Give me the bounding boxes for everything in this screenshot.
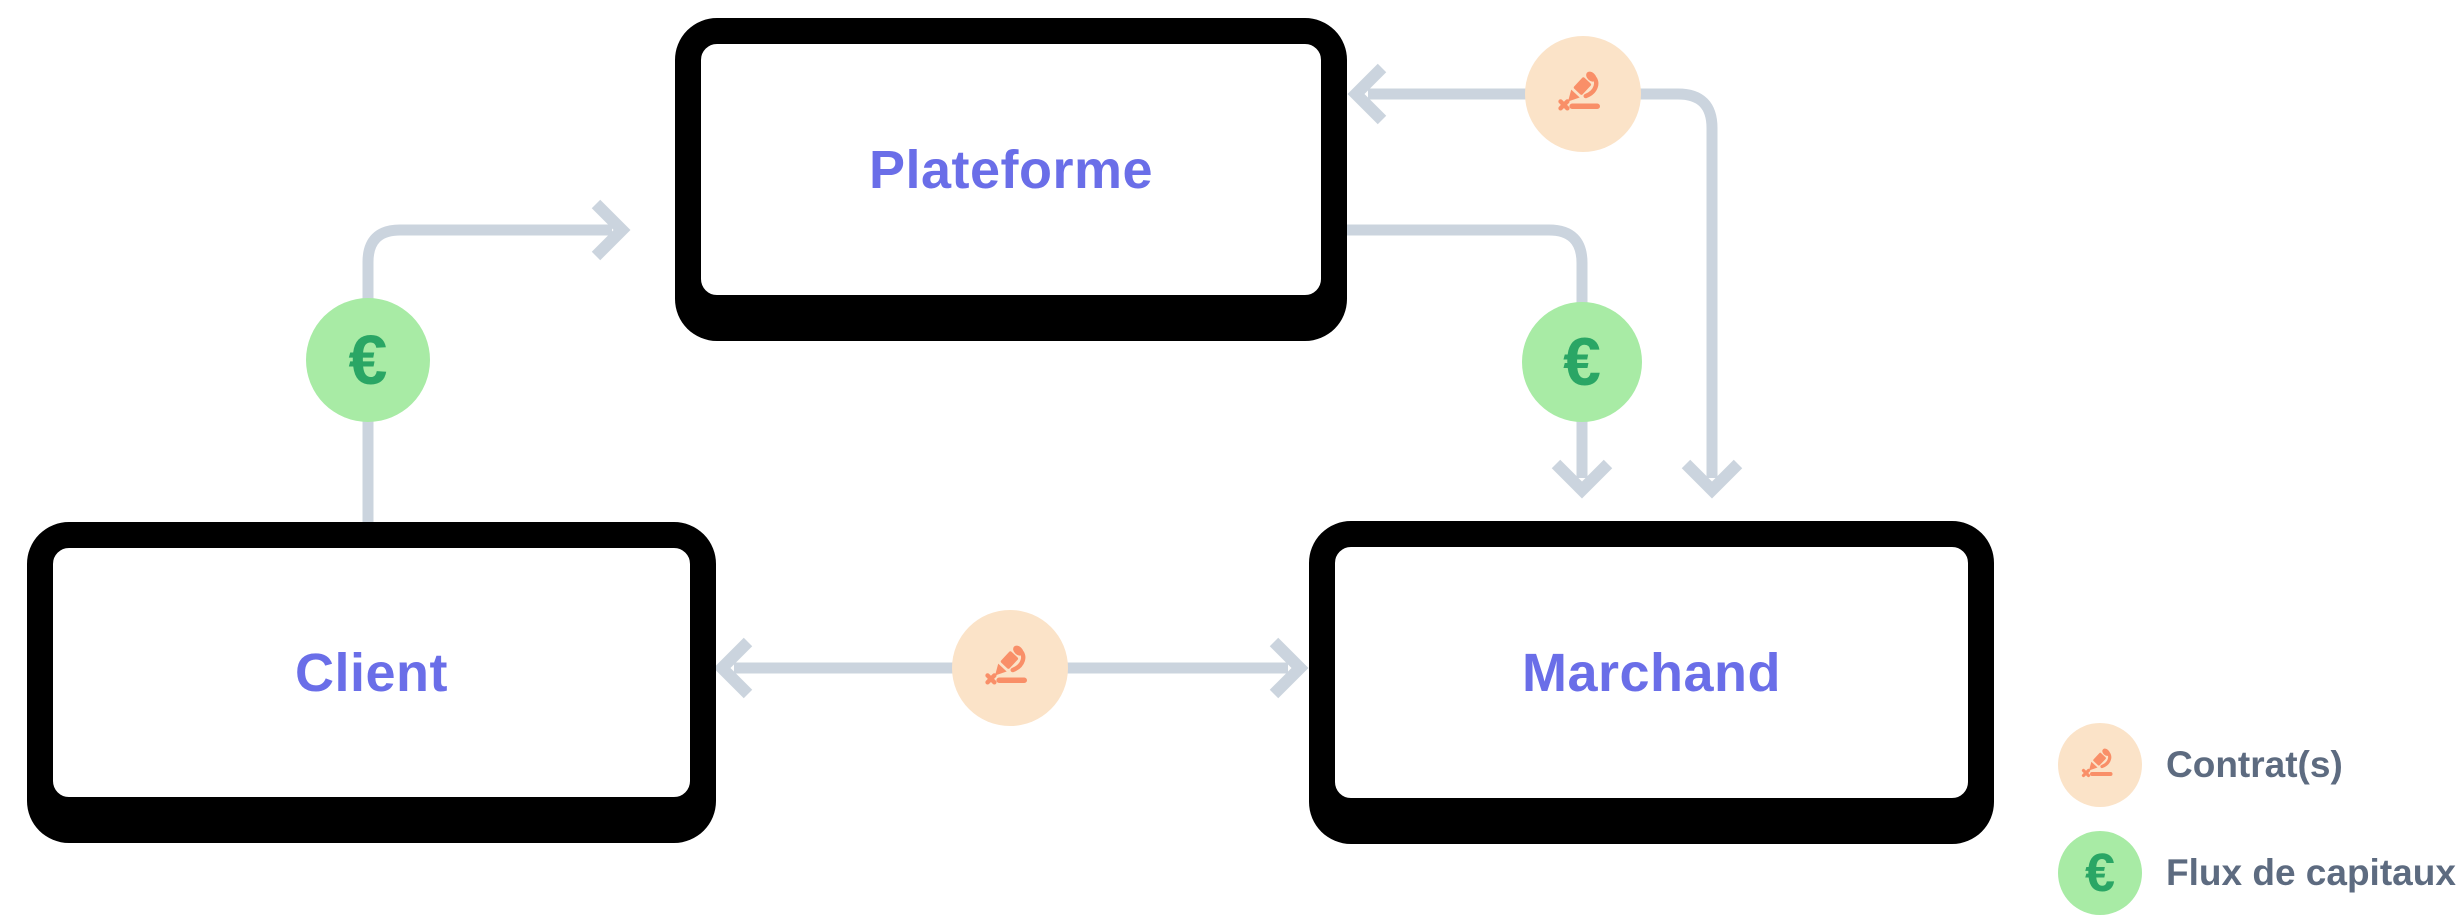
node-plateforme: Plateforme bbox=[675, 18, 1347, 321]
arrowhead-left-into-plateforme bbox=[1347, 63, 1387, 125]
euro-icon: € bbox=[1563, 324, 1601, 400]
euro-icon: € bbox=[2084, 843, 2116, 903]
arrowhead-right-into-marchand bbox=[1269, 637, 1309, 699]
euro-badge-plateforme-marchand: € bbox=[1522, 302, 1642, 422]
node-client: Client bbox=[27, 522, 716, 823]
node-client-label: Client bbox=[294, 642, 448, 703]
node-marchand: Marchand bbox=[1309, 521, 1994, 824]
edge-plateforme-to-marchand-line bbox=[1340, 224, 1588, 478]
node-marchand-label: Marchand bbox=[1521, 642, 1782, 703]
edge-marchand-plateforme-contract-line bbox=[1368, 88, 1718, 478]
signature-pen-icon bbox=[976, 634, 1044, 702]
signature-pen-icon bbox=[1549, 60, 1617, 128]
arrowhead-left-into-client bbox=[713, 637, 753, 699]
legend-contract-label: Contrat(s) bbox=[2166, 744, 2343, 785]
euro-icon: € bbox=[348, 321, 388, 399]
contract-badge-client-marchand bbox=[952, 610, 1068, 726]
legend-item-contracts: Contrat(s) bbox=[2058, 723, 2343, 807]
legend-contract-badge bbox=[2058, 723, 2142, 807]
node-plateforme-label: Plateforme bbox=[868, 139, 1154, 200]
euro-badge-client-plateforme: € bbox=[306, 298, 430, 422]
arrowhead-right-into-plateforme bbox=[591, 199, 631, 261]
arrowhead-down-into-marchand-left bbox=[1551, 459, 1613, 499]
legend-item-capital-flow: € Flux de capitaux bbox=[2058, 831, 2456, 915]
legend-euro-badge: € bbox=[2058, 831, 2142, 915]
edge-client-to-plateforme-line bbox=[362, 224, 612, 534]
legend-capital-flow-label: Flux de capitaux bbox=[2166, 852, 2456, 893]
arrowhead-down-into-marchand-right bbox=[1681, 459, 1743, 499]
contract-badge-marchand-plateforme bbox=[1525, 36, 1641, 152]
signature-pen-icon bbox=[2081, 745, 2114, 778]
